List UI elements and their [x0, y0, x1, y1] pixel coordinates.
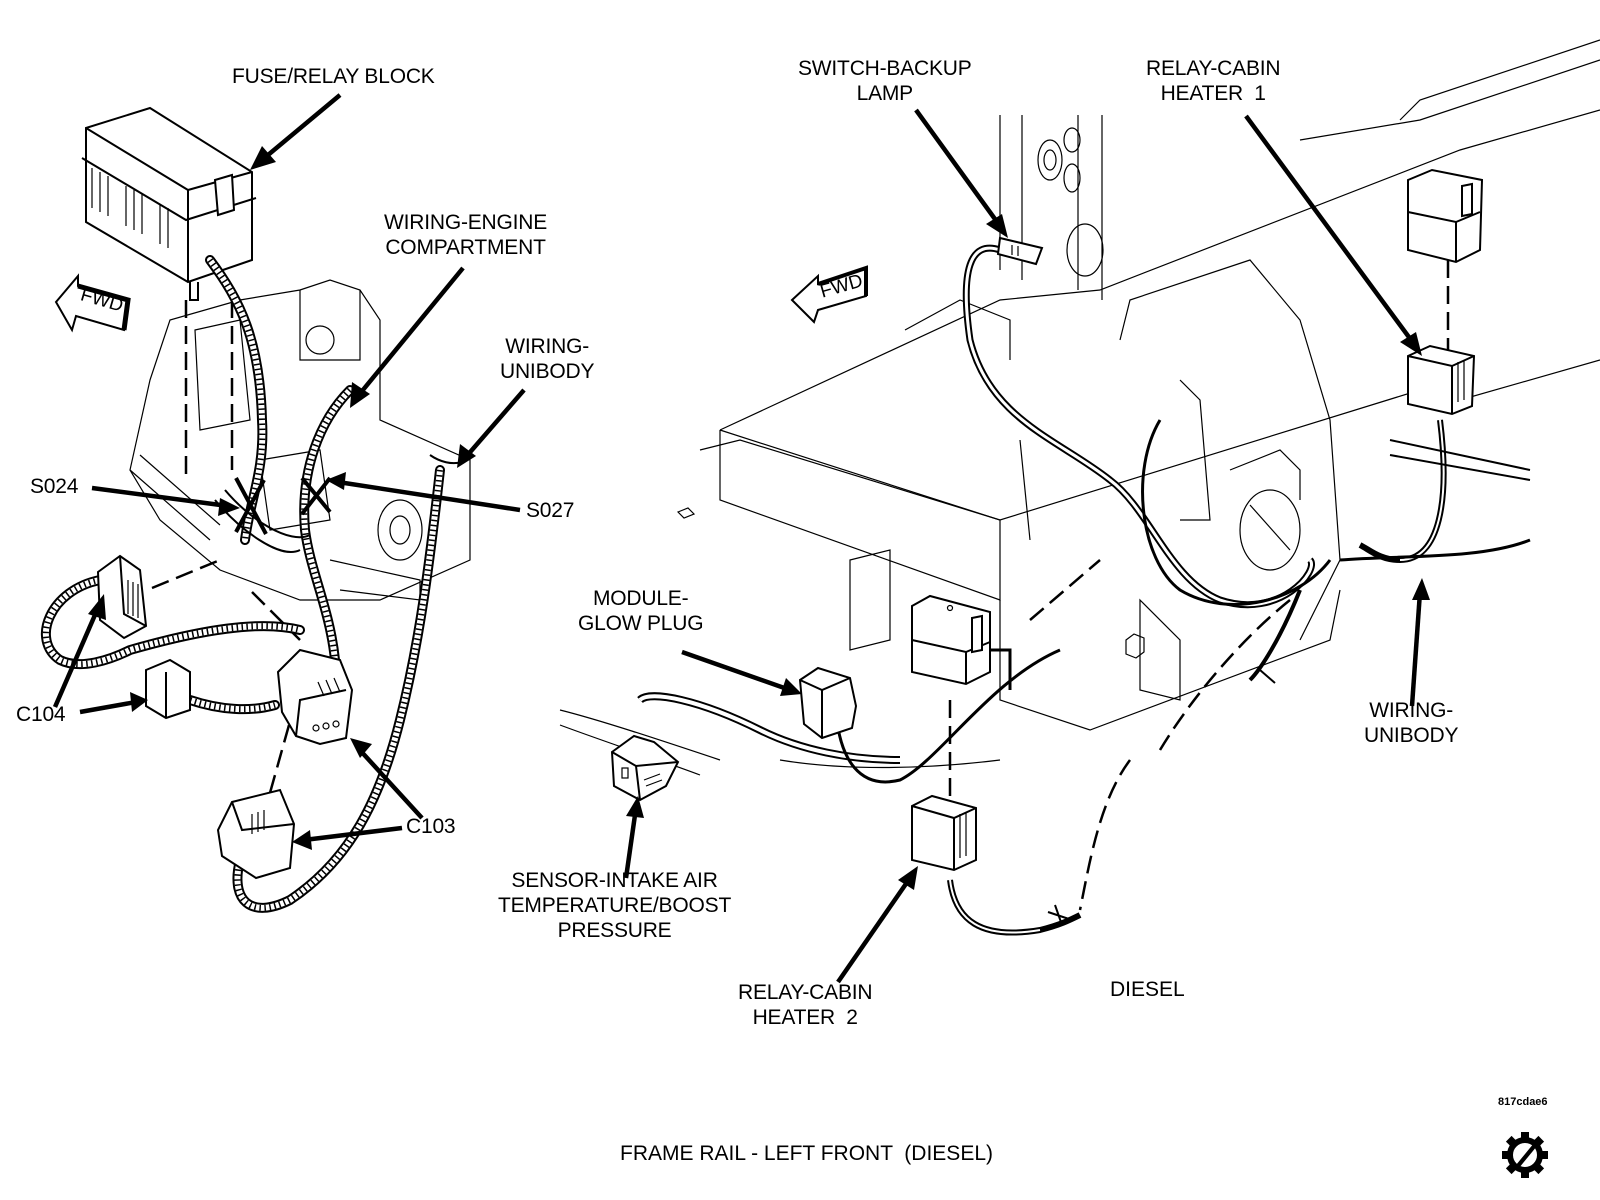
frame-rail-structure: [559, 39, 1600, 776]
fwd-arrow-icon-right: [790, 265, 868, 324]
callout-sensor-iat-boost: SENSOR-INTAKE AIR TEMPERATURE/BOOST PRES…: [498, 869, 732, 942]
relay-cabin-heater-2: [911, 594, 991, 686]
left-leader-arrows: [52, 93, 526, 850]
callout-c104: C104: [16, 703, 66, 726]
relay-cabin-heater-2-socket: [911, 794, 977, 872]
relay-cabin-heater-1-socket: [1407, 344, 1476, 416]
callout-wiring-unibody-right: WIRING- UNIBODY: [1364, 699, 1459, 747]
callout-relay-cabin-heater-1: RELAY-CABIN HEATER 1: [1146, 57, 1281, 105]
connector-c103-mate: [216, 788, 296, 880]
connector-c103: [276, 648, 354, 746]
callout-fuse-relay-block: FUSE/RELAY BLOCK: [232, 65, 435, 88]
callout-c103: C103: [406, 815, 456, 838]
right-harness-wires: [637, 244, 1531, 936]
callout-s027: S027: [526, 499, 575, 522]
callout-wiring-unibody-left: WIRING- UNIBODY: [500, 335, 595, 383]
left-view: [40, 93, 526, 913]
relay-cabin-heater-1: [1407, 168, 1484, 264]
right-view: [559, 39, 1600, 984]
x-splice-icon-s024: [234, 477, 268, 535]
callout-wiring-engine-compartment: WIRING-ENGINE COMPARTMENT: [384, 211, 548, 259]
callout-switch-backup-lamp: SWITCH-BACKUP LAMP: [798, 57, 972, 105]
right-leader-arrows: [623, 108, 1430, 984]
callout-module-glow-plug: MODULE- GLOW PLUG: [578, 587, 704, 635]
x-splice-icon-s027: [300, 476, 332, 516]
connector-c104-a: [96, 554, 148, 640]
module-glow-plug-connector: [798, 666, 858, 740]
variant-label: DIESEL: [1110, 978, 1185, 1001]
gear-pencil-icon: [1502, 1132, 1548, 1178]
sensor-iat-boost-connector: [610, 734, 680, 802]
left-body-structure: [129, 279, 471, 601]
connector-c104-b: [145, 658, 191, 720]
callout-s024: S024: [30, 475, 79, 498]
callout-relay-cabin-heater-2: RELAY-CABIN HEATER 2: [738, 981, 873, 1029]
switch-backup-lamp-connector: [996, 236, 1044, 266]
figure-code: 817cdae6: [1498, 1096, 1548, 1108]
diagram-title: FRAME RAIL - LEFT FRONT (DIESEL): [620, 1142, 993, 1165]
fuse-relay-block: [81, 106, 257, 301]
fwd-arrow-icon-left: [54, 273, 131, 333]
